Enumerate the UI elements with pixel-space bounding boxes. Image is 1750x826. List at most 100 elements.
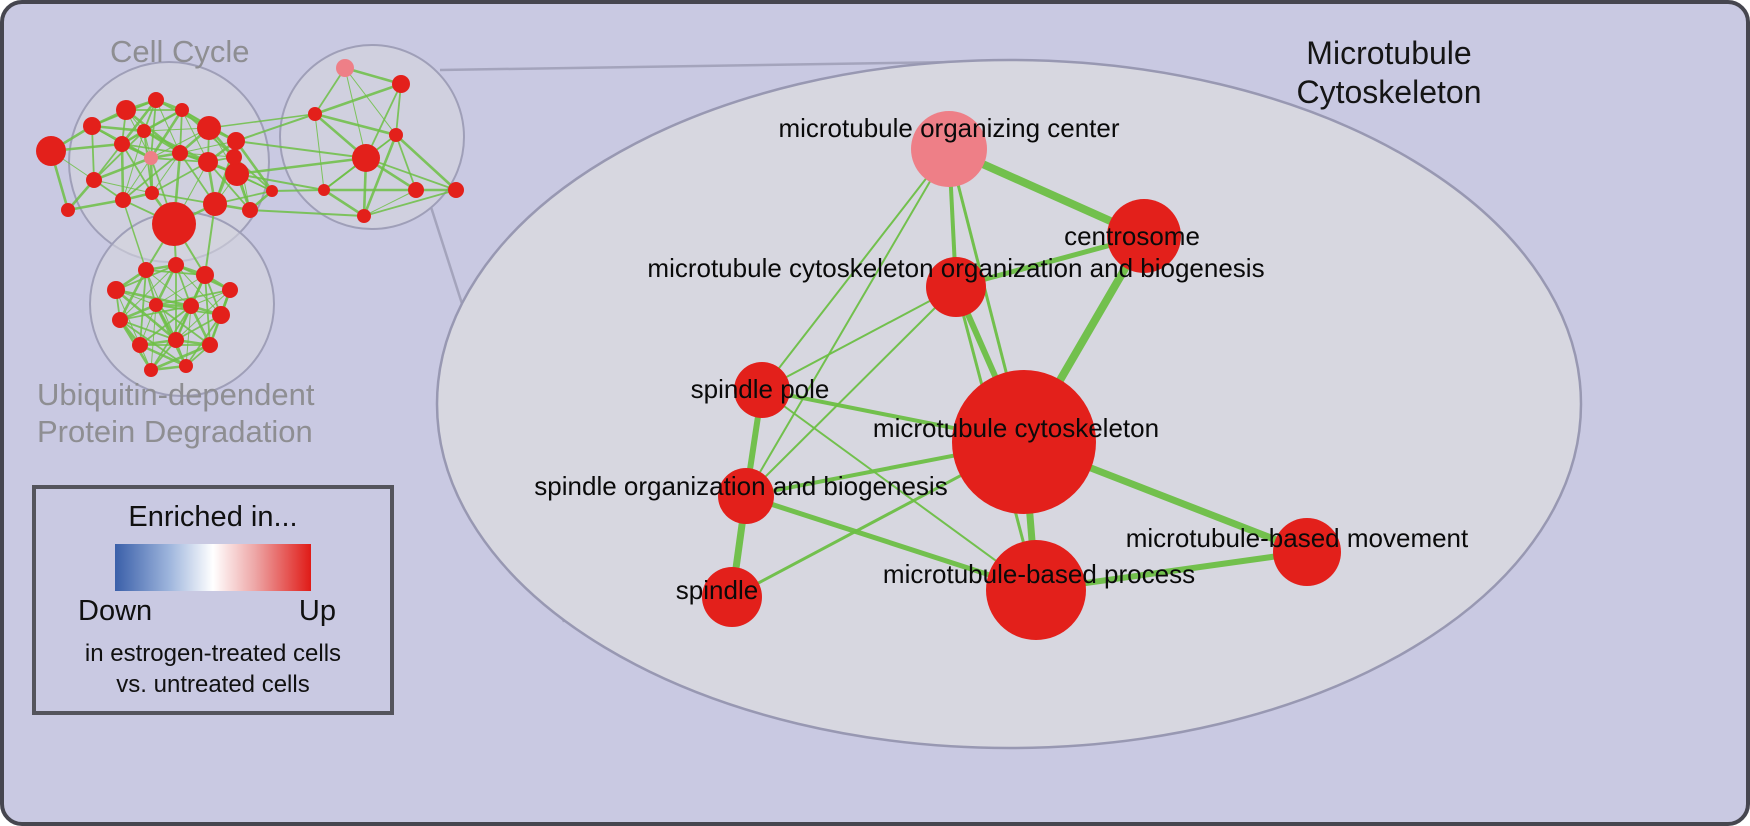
detail-node-label-microtubule-organizing-center: microtubule organizing center bbox=[778, 113, 1119, 143]
overview-edge bbox=[121, 143, 153, 194]
legend-caption-line1: in estrogen-treated cells bbox=[84, 640, 342, 667]
overview-node bbox=[197, 116, 221, 140]
overview-cross-edge bbox=[249, 209, 365, 217]
overview-node bbox=[389, 128, 403, 142]
overview-node bbox=[336, 59, 354, 77]
detail-node-spindle-organization-and-biogenesis bbox=[718, 468, 774, 524]
overview-edge bbox=[155, 274, 206, 306]
detail-node-label-microtubule-cytoskeleton-organization-and-biogenesis: microtubule cytoskeleton organization an… bbox=[647, 253, 1264, 283]
overview-cluster-circle-microtubule-cytoskeleton bbox=[279, 44, 465, 230]
overview-edge bbox=[323, 188, 365, 218]
detail-node-microtubule-cytoskeleton bbox=[952, 370, 1096, 514]
overview-edge bbox=[93, 130, 145, 181]
detail-node-spindle bbox=[702, 567, 762, 627]
overview-edge bbox=[179, 140, 237, 154]
overview-node bbox=[202, 337, 218, 353]
overview-edge bbox=[314, 82, 402, 116]
microtubule-cytoskeleton-title: Microtubule Cytoskeleton bbox=[1234, 34, 1544, 112]
overview-node bbox=[212, 306, 230, 324]
overview-edge bbox=[395, 134, 417, 191]
zoom-connector-line bbox=[439, 60, 957, 72]
overview-cross-edge bbox=[122, 199, 147, 271]
overview-node bbox=[179, 359, 193, 373]
overview-edge bbox=[155, 99, 181, 154]
overview-edge bbox=[234, 140, 274, 192]
overview-node bbox=[36, 136, 66, 166]
overview-edge bbox=[363, 189, 417, 217]
overview-node bbox=[148, 92, 164, 108]
overview-edge bbox=[344, 66, 402, 86]
overview-node bbox=[144, 151, 158, 165]
overview-node bbox=[352, 144, 380, 172]
overview-edge bbox=[139, 269, 147, 346]
overview-edge bbox=[151, 161, 209, 194]
overview-cross-edge bbox=[236, 173, 325, 191]
detail-edge bbox=[761, 389, 1037, 591]
overview-edge bbox=[139, 305, 192, 346]
overview-node bbox=[61, 203, 75, 217]
overview-node bbox=[132, 337, 148, 353]
overview-edge bbox=[362, 134, 398, 217]
overview-edge bbox=[118, 269, 148, 321]
legend-title: Enriched in... bbox=[128, 501, 298, 533]
overview-node bbox=[318, 184, 330, 196]
overview-node bbox=[227, 132, 245, 150]
overview-node bbox=[116, 100, 136, 120]
overview-edge bbox=[122, 152, 181, 201]
overview-node bbox=[168, 257, 184, 273]
legend-caption: in estrogen-treated cells vs. untreated … bbox=[36, 638, 390, 700]
legend-axis-labels: Down Up bbox=[36, 595, 390, 628]
ubiquitin-cluster-label: Ubiquitin-dependent Protein Degradation bbox=[37, 376, 315, 450]
overview-edge bbox=[314, 112, 397, 137]
overview-node bbox=[149, 298, 163, 312]
legend-up-label: Up bbox=[298, 595, 336, 627]
overview-node bbox=[83, 117, 101, 135]
overview-node bbox=[175, 103, 189, 117]
overview-cross-edge bbox=[208, 113, 316, 129]
overview-edge bbox=[119, 264, 177, 321]
overview-node bbox=[308, 107, 322, 121]
overview-edge bbox=[363, 189, 457, 217]
detail-node-microtubule-cytoskeleton-organization-and-biogenesis bbox=[926, 257, 986, 317]
detail-edge bbox=[761, 148, 950, 391]
overview-node bbox=[115, 192, 131, 208]
overview-edge bbox=[121, 143, 181, 154]
overview-edge bbox=[151, 152, 181, 194]
overview-node bbox=[86, 172, 102, 188]
overview-node bbox=[242, 202, 258, 218]
overview-node bbox=[198, 152, 218, 172]
ubiquitin-cluster-label-line1: Ubiquitin-dependent bbox=[37, 377, 315, 412]
overview-node bbox=[168, 332, 184, 348]
overview-node bbox=[138, 262, 154, 278]
detail-node-label-centrosome: centrosome bbox=[1064, 221, 1200, 251]
detail-node-centrosome bbox=[1107, 199, 1181, 273]
overview-cross-edge bbox=[235, 140, 367, 159]
overview-node bbox=[357, 209, 371, 223]
overview-edge bbox=[175, 289, 231, 341]
overview-edge bbox=[395, 134, 457, 191]
overview-node bbox=[196, 266, 214, 284]
overview-cross-edge bbox=[236, 156, 367, 176]
overview-node bbox=[222, 282, 238, 298]
overview-edge bbox=[143, 108, 183, 133]
legend-down-label: Down bbox=[78, 595, 153, 627]
overview-edge bbox=[93, 156, 152, 182]
overview-node bbox=[144, 363, 158, 377]
detail-node-label-spindle-organization-and-biogenesis: spindle organization and biogenesis bbox=[534, 471, 947, 501]
ubiquitin-cluster-label-line2: Protein Degradation bbox=[37, 414, 313, 450]
detail-node-microtubule-based-movement bbox=[1273, 518, 1341, 586]
overview-edge bbox=[344, 67, 397, 136]
cell-cycle-cluster-label: Cell Cycle bbox=[110, 34, 250, 69]
overview-cross-edge bbox=[235, 113, 316, 142]
overview-edge bbox=[120, 99, 158, 145]
overview-node bbox=[107, 281, 125, 299]
overview-cross-edge bbox=[271, 189, 325, 192]
overview-node bbox=[225, 162, 249, 186]
detail-node-label-microtubule-based-process: microtubule-based process bbox=[883, 559, 1195, 589]
overview-node bbox=[408, 182, 424, 198]
overview-edge bbox=[122, 130, 145, 201]
overview-edge bbox=[93, 179, 153, 194]
detail-node-microtubule-based-process bbox=[986, 540, 1086, 640]
detail-node-label-spindle: spindle bbox=[676, 575, 758, 605]
